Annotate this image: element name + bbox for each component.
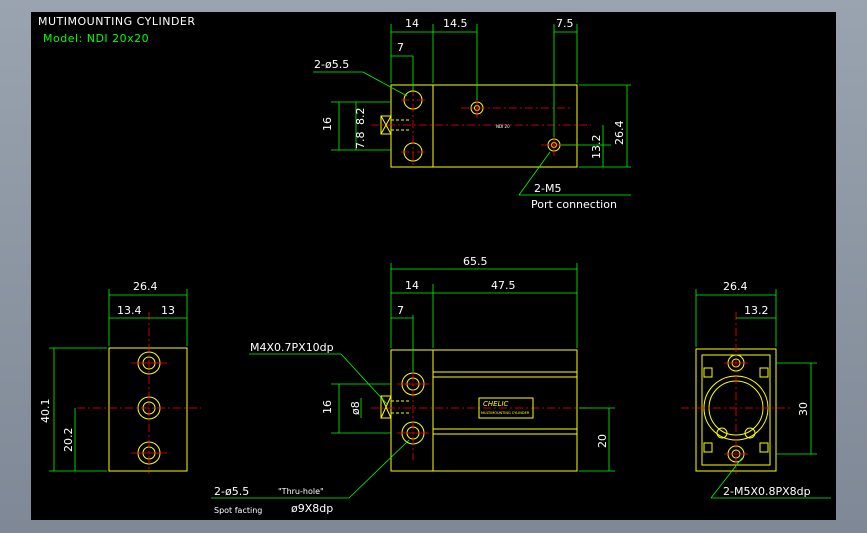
dim-left-20-2: 20.2 xyxy=(62,428,75,453)
right-view-port-1 xyxy=(716,427,728,439)
dim-top-14: 14 xyxy=(405,17,419,30)
side-view-spot-note: Spot facting xyxy=(214,506,262,515)
dim-top-16: 16 xyxy=(321,117,334,131)
top-view-body-label: NDI 20 xyxy=(496,124,510,129)
right-view: 26.4 13.2 30 2-M5X0.8PX8dp xyxy=(681,280,831,499)
dim-side-7: 7 xyxy=(397,304,404,317)
dim-side-47-5: 47.5 xyxy=(491,279,516,292)
dim-side-20: 20 xyxy=(596,434,609,448)
model-label: Model: NDI 20x20 xyxy=(43,32,149,45)
side-view-label-plate xyxy=(478,397,534,419)
dim-left-13-4: 13.4 xyxy=(117,304,142,317)
left-view-body xyxy=(108,347,188,472)
drawing-canvas: MUTIMOUNTING CYLINDER Model: NDI 20x20 N… xyxy=(31,12,836,520)
brand-name: CHELIC xyxy=(483,400,509,408)
top-view: NDI 20 14 14.5 7.5 7 2-ø5.5 16 7.8 8.2 2… xyxy=(313,17,631,211)
drawing-title: MUTIMOUNTING CYLINDER xyxy=(38,15,196,28)
dim-side-16: 16 xyxy=(321,400,334,414)
right-view-hole-callout: 2-M5X0.8PX8dp xyxy=(723,485,811,498)
dim-right-26-4: 26.4 xyxy=(723,280,748,293)
side-view-rod-nut xyxy=(380,395,392,419)
dim-top-26-4: 26.4 xyxy=(613,121,626,146)
cad-drawing: MUTIMOUNTING CYLINDER Model: NDI 20x20 N… xyxy=(38,15,831,515)
dim-top-13-2: 13.2 xyxy=(590,135,603,160)
dim-top-14-5: 14.5 xyxy=(443,17,468,30)
dim-top-8-2: 8.2 xyxy=(354,108,367,126)
side-view-spot-dim: ø9X8dp xyxy=(291,502,333,515)
dim-top-7-5: 7.5 xyxy=(556,17,574,30)
dim-left-13: 13 xyxy=(161,304,175,317)
dim-left-40-1: 40.1 xyxy=(39,399,52,424)
dim-right-30: 30 xyxy=(797,402,810,416)
right-view-port-2 xyxy=(744,427,756,439)
side-view-thread-callout: M4X0.7PX10dp xyxy=(250,341,334,354)
side-view-thru-note: "Thru-hole" xyxy=(278,487,324,496)
dim-left-26-4: 26.4 xyxy=(133,280,158,293)
side-view-hole-callout: 2-ø5.5 xyxy=(214,485,249,498)
dim-side-65-5: 65.5 xyxy=(463,255,488,268)
side-view: CHELIC MULTIMOUNTING CYLINDER 65.5 14 47… xyxy=(211,255,615,515)
top-view-body xyxy=(390,84,578,168)
right-view-body xyxy=(695,348,777,472)
dim-top-7: 7 xyxy=(397,41,404,54)
dim-side-d8: ø8 xyxy=(349,401,362,415)
top-view-hole-callout: 2-ø5.5 xyxy=(314,58,349,71)
top-view-port-note: Port connection xyxy=(531,198,617,211)
top-view-port-callout: 2-M5 xyxy=(534,182,561,195)
brand-sub: MULTIMOUNTING CYLINDER xyxy=(481,411,530,415)
dim-top-7-8: 7.8 xyxy=(354,132,367,150)
dim-side-14: 14 xyxy=(405,279,419,292)
left-view: 26.4 13.4 13 40.1 20.2 xyxy=(39,280,201,474)
dim-right-13-2: 13.2 xyxy=(744,304,769,317)
